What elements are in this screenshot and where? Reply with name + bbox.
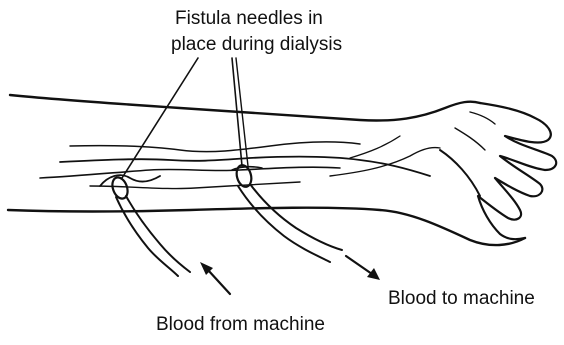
vein-2 xyxy=(40,167,340,178)
forearm-bottom-contour xyxy=(8,208,525,245)
title-line-2: place during dialysis xyxy=(171,32,342,58)
vein-5 xyxy=(330,147,440,176)
vein-3 xyxy=(70,142,360,152)
needle-tube-left-b xyxy=(126,196,190,272)
arrow-blood-to-machine xyxy=(346,256,380,280)
hand-outline xyxy=(478,103,556,239)
vein-4 xyxy=(90,182,300,189)
vein-6 xyxy=(350,136,400,158)
arrow-blood-from-machine xyxy=(200,262,230,294)
forearm-top-contour xyxy=(10,95,480,121)
hand-crease-1 xyxy=(455,128,485,150)
hand-crease-2 xyxy=(470,112,495,124)
needle-tube-right-a xyxy=(238,186,330,262)
title-line-1: Fistula needles in xyxy=(175,6,323,32)
label-blood-from-machine: Blood from machine xyxy=(156,312,325,338)
label-blood-to-machine: Blood to machine xyxy=(388,286,535,312)
thumb-outline xyxy=(440,150,480,196)
needle-tube-left-a xyxy=(116,197,178,276)
fistula-bulge xyxy=(100,175,160,186)
